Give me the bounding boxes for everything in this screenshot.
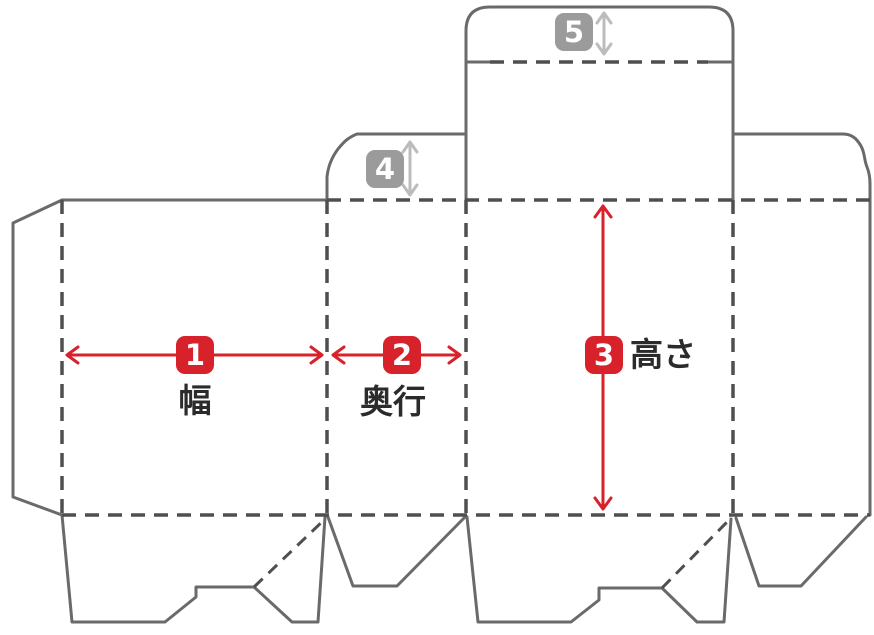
dimension-badge-5: 5 bbox=[555, 13, 593, 51]
fold-line-lock-flap-right-diagonal bbox=[660, 517, 732, 590]
dimension-label-depth: 奥行 bbox=[360, 383, 426, 420]
top-dust-flap-left-outline bbox=[325, 132, 468, 202]
bottom-lock-flap-right-outline bbox=[465, 515, 733, 624]
dimension-label-height: 高さ bbox=[630, 336, 696, 373]
bottom-lock-flap-left-outline bbox=[60, 513, 327, 624]
dimension-badge-1: 1 bbox=[176, 336, 214, 374]
dimension-badge-2: 2 bbox=[383, 336, 421, 374]
tuck-lid-outline bbox=[464, 5, 735, 202]
bottom-tuck-flap-right-outline bbox=[734, 515, 868, 588]
top-dust-flap-right-outline bbox=[731, 132, 872, 517]
dimension-badge-4: 4 bbox=[366, 150, 404, 188]
fold-line-lock-flap-left-diagonal bbox=[252, 517, 327, 589]
bottom-tuck-flap-left-outline bbox=[326, 514, 468, 588]
dimension-label-width: 幅 bbox=[178, 382, 212, 419]
glue-flap-outline bbox=[11, 198, 329, 517]
dimension-badge-3: 3 bbox=[585, 336, 623, 374]
